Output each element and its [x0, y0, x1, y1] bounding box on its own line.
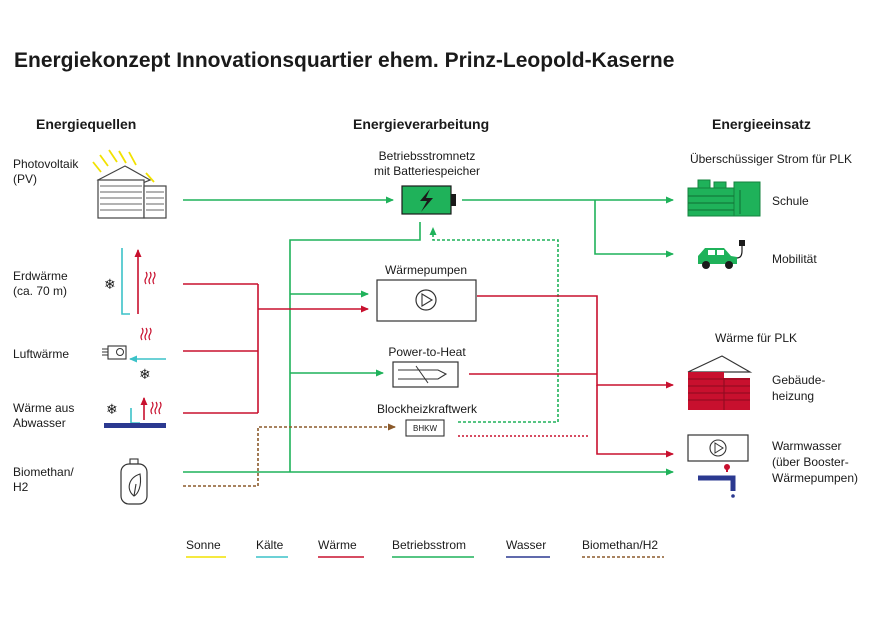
legend-item: Kälte [256, 538, 288, 558]
heat-plk-label: Wärme für PLK [715, 331, 797, 345]
chp-box-label: BHKW [413, 424, 437, 433]
legend-item: Sonne [186, 538, 226, 558]
source-abwasser: Wärme aus Abwasser ❄ [13, 397, 166, 430]
legend-label: Kälte [256, 538, 284, 552]
usage-surplus: Überschüssiger Strom für PLK Schule Mobi… [687, 152, 852, 269]
legend-label: Betriebsstrom [392, 538, 466, 552]
snowflake-icon: ❄ [104, 276, 116, 292]
geo-label-line1: Erdwärme [13, 269, 68, 283]
legend: Sonne Kälte Wärme Betriebsstrom Wasser Biomet… [186, 538, 664, 558]
battery-icon [401, 185, 456, 215]
bio-to-chp-line [183, 423, 396, 487]
building-heating-icon [687, 355, 753, 410]
surplus-label: Überschüssiger Strom für PLK [690, 152, 852, 166]
snowflake-icon: ❄ [106, 401, 118, 417]
grid-label-line2: mit Batteriespeicher [374, 164, 480, 178]
waste-label-line2: Abwasser [13, 416, 66, 430]
heading-usage: Energieeinsatz [712, 116, 811, 132]
heading-sources: Energiequellen [36, 116, 136, 132]
legend-label: Biomethan/H2 [582, 538, 658, 552]
air-label: Luftwärme [13, 347, 69, 361]
process-betriebsstromnetz: Betriebsstromnetz mit Batteriespeicher [374, 149, 480, 215]
heater-icon [392, 361, 459, 388]
wastewater-heat-icon: ❄ [104, 397, 166, 428]
gas-cylinder-icon [120, 458, 148, 505]
electric-car-icon [698, 240, 745, 269]
pv-label-line2: (PV) [13, 172, 37, 186]
chp-to-grid-line [429, 227, 559, 423]
hotwater-label-line1: Warmwasser [772, 439, 842, 453]
grid-bus-line [289, 222, 421, 472]
mobility-label: Mobilität [772, 252, 817, 266]
chp-box [405, 419, 445, 437]
heat-waves-icon [140, 327, 152, 341]
legend-label: Wasser [506, 538, 546, 552]
source-erdwaerme: Erdwärme (ca. 70 m) ❄ [13, 248, 156, 315]
hotwater-label-line3: Wärmepumpen) [772, 471, 858, 485]
geothermal-probe-icon: ❄ [104, 248, 156, 315]
pv-label-line1: Photovoltaik [13, 157, 79, 171]
usage-heat: Wärme für PLK Gebäude- heizung Warmwasse… [687, 331, 858, 498]
legend-label: Wärme [318, 538, 357, 552]
heat-to-hotwater-line [596, 385, 674, 458]
legend-item: Betriebsstrom [392, 538, 474, 558]
geo-label-line2: (ca. 70 m) [13, 284, 67, 298]
school-label: Schule [772, 194, 809, 208]
grid-label-line1: Betriebsstromnetz [379, 149, 476, 163]
lightning-icon [420, 189, 433, 212]
flow-lines [183, 196, 674, 487]
heatpumps-label: Wärmepumpen [385, 263, 467, 277]
process-waermepumpen: Wärmepumpen [376, 263, 477, 322]
legend-label: Sonne [186, 538, 221, 552]
process-power-to-heat: Power-to-Heat [388, 345, 466, 388]
source-photovoltaik: Photovoltaik (PV) [13, 149, 167, 219]
waste-label-line1: Wärme aus [13, 401, 74, 415]
hotwater-label-line2: (über Booster- [772, 455, 849, 469]
heat-waves-icon [150, 401, 162, 415]
leaf-icon [128, 473, 142, 497]
source-biomethan: Biomethan/ H2 [13, 458, 148, 505]
pump-icon [415, 289, 437, 311]
source-luftwaerme: Luftwärme ❄ [13, 327, 166, 382]
building-label-line2: heizung [772, 389, 814, 403]
diagram-title: Energiekonzept Innovationsquartier ehem.… [14, 49, 674, 72]
heat-waves-icon [144, 271, 156, 285]
bio-label-line1: Biomethan/ [13, 465, 74, 479]
legend-item: Wasser [506, 538, 550, 558]
air-heat-pump-icon: ❄ [102, 327, 166, 382]
school-icon [687, 179, 761, 217]
building-label-line1: Gebäude- [772, 373, 825, 387]
hotwater-icon [687, 434, 749, 498]
p2h-label: Power-to-Heat [388, 345, 466, 359]
process-blockheizkraftwerk: Blockheizkraftwerk BHKW [377, 402, 478, 437]
heading-processing: Energieverarbeitung [353, 116, 489, 132]
grid-to-mobility-line [594, 200, 674, 258]
pv-building-icon [92, 149, 167, 219]
legend-item: Biomethan/H2 [582, 538, 664, 558]
snowflake-icon: ❄ [139, 366, 151, 382]
legend-item: Wärme [318, 538, 364, 558]
bio-label-line2: H2 [13, 480, 29, 494]
chp-label: Blockheizkraftwerk [377, 402, 478, 416]
heatpumps-to-building-line [477, 295, 674, 389]
